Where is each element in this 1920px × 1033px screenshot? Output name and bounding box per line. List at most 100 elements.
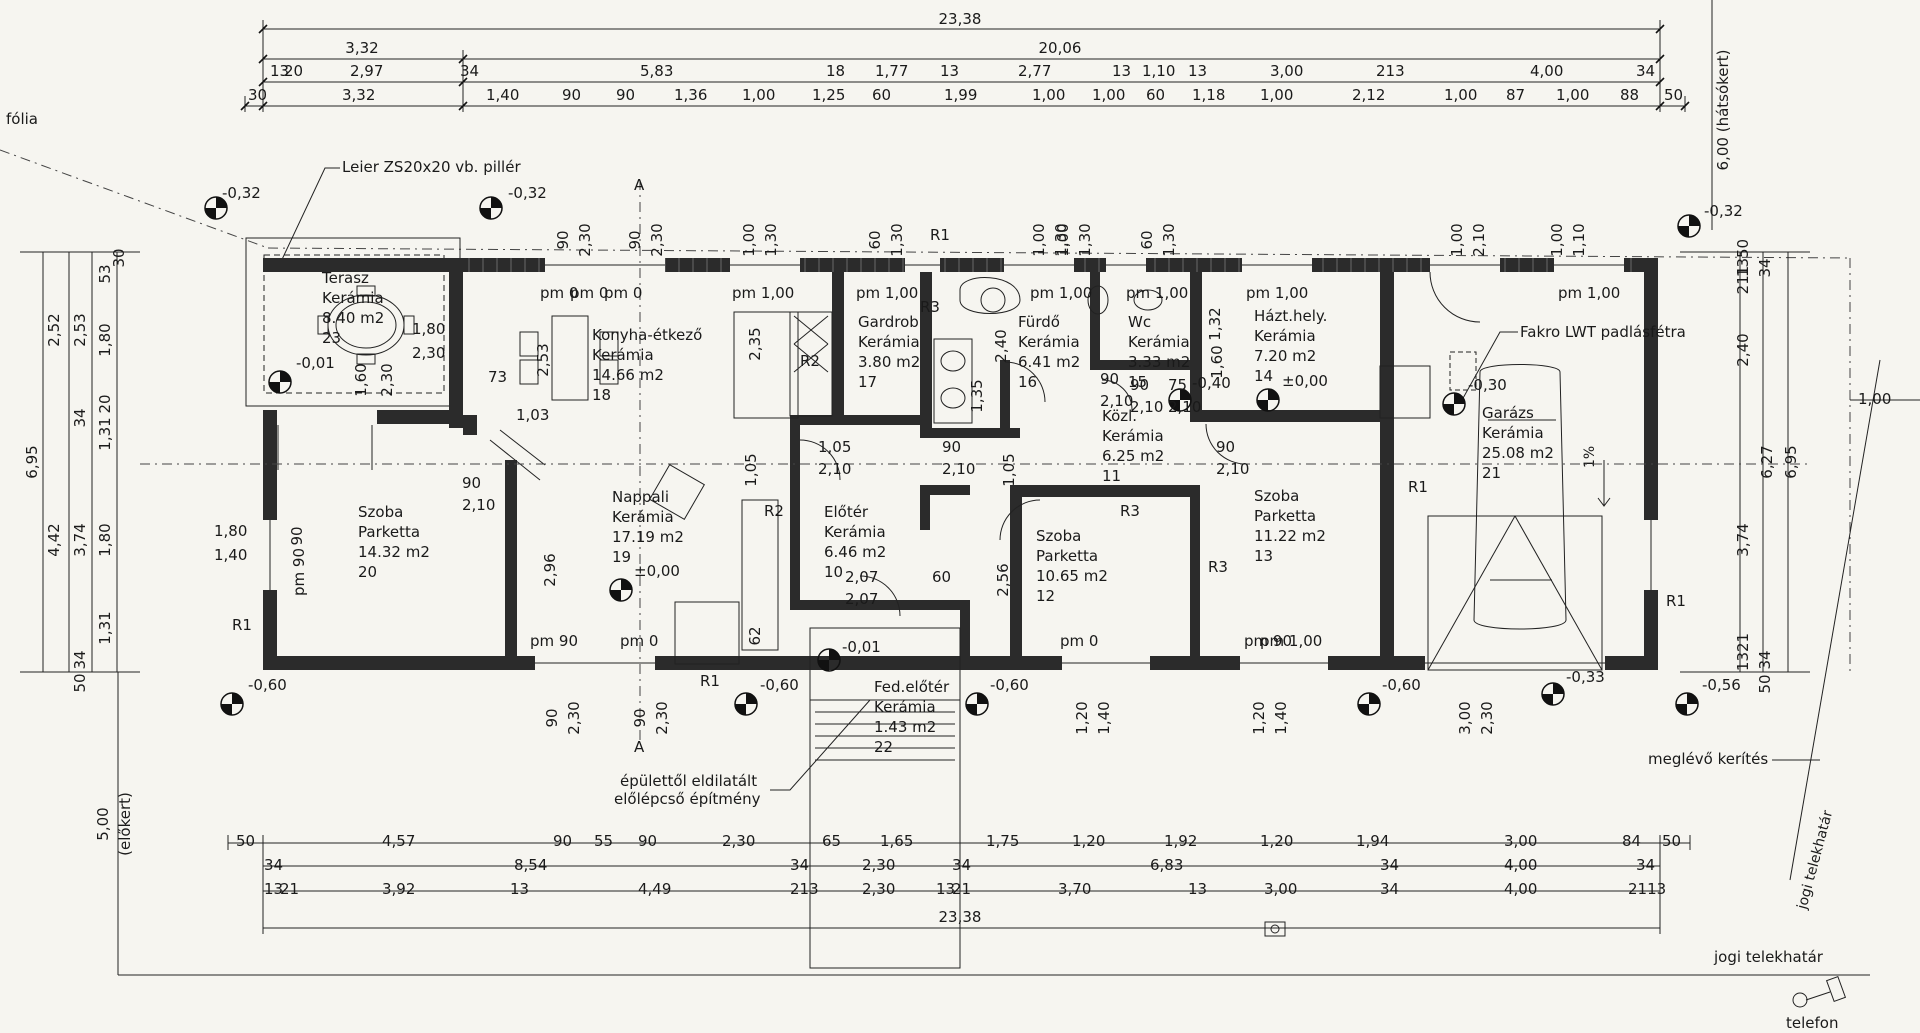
level-label: -0,01 — [296, 354, 335, 372]
misc-dimension: 2,35 — [746, 327, 764, 360]
pillar-label: Leier ZS20x20 vb. pillér — [342, 158, 521, 176]
dim-bottom-row1: 2,30 — [722, 832, 755, 850]
dim-left-c4: 1,31 — [96, 611, 114, 644]
dim-left-a1: 2,52 — [45, 313, 63, 346]
sill-label: pm 1,00 — [856, 284, 918, 302]
dim-bottom-row3: 21 — [952, 880, 971, 898]
dim-left-d4: 20 — [96, 394, 114, 413]
room-finish: Kerámia — [1254, 327, 1316, 345]
dim-top-row3: 1,36 — [674, 86, 707, 104]
front-entry — [809, 627, 1286, 969]
misc-dimension: 2,30 — [412, 344, 445, 362]
room-number: 16 — [1018, 373, 1037, 391]
folia-label: fólia — [6, 110, 38, 128]
room-finish: Parketta — [1254, 507, 1316, 525]
door-height: 2,10 — [818, 460, 851, 478]
room-finish: Kerámia — [322, 289, 384, 307]
window-width: 1,00 — [1448, 223, 1466, 256]
window-width: 1,20 — [1250, 701, 1268, 734]
room-name: Nappali — [612, 488, 669, 506]
dim-bottom-row3: 3,00 — [1264, 880, 1297, 898]
door-width: 90 — [1216, 438, 1235, 456]
dim-right-total: 6,95 — [1782, 445, 1800, 478]
door-width: 90 — [1100, 370, 1119, 388]
room-name: Gardrob — [858, 313, 919, 331]
level-marker — [1677, 214, 1701, 238]
window-height: 2,30 — [1478, 701, 1496, 734]
level-label: -0,32 — [222, 184, 261, 202]
window-height: 1,30 — [1052, 223, 1070, 256]
room-area: 17.19 m2 — [612, 528, 684, 546]
dim-bottom-row1: 1,20 — [1260, 832, 1293, 850]
stairs-note-1: épülettől eldilatált — [620, 772, 757, 790]
dim-bottom-row1: 50 — [236, 832, 255, 850]
misc-dimension: 1,35 — [968, 379, 986, 412]
sill-label: pm 1,00 — [1558, 284, 1620, 302]
dim-top-row2: 13 — [1188, 62, 1207, 80]
door-height: 2,10 — [1216, 460, 1249, 478]
window-width: 1,00 — [1548, 223, 1566, 256]
window-height: 1,40 — [1095, 701, 1113, 734]
room-area: 1.43 m2 — [874, 718, 936, 736]
dim-bottom-row3: 3,92 — [382, 880, 415, 898]
window-width: 90 — [626, 230, 644, 249]
dim-top-row3: 1,00 — [1260, 86, 1293, 104]
sill-label: pm 0 — [604, 284, 642, 302]
sill-label: pm 1,00 — [1030, 284, 1092, 302]
room-area: 14.66 m2 — [592, 366, 664, 384]
door-height: 2,10 — [1168, 398, 1201, 416]
room-finish: Kerámia — [1128, 333, 1190, 351]
dim-top-row2: 34 — [1636, 62, 1655, 80]
level-marker — [1256, 388, 1280, 412]
room-name: Szoba — [358, 503, 403, 521]
dim-top-row2: 5,83 — [640, 62, 673, 80]
dim-top-row3: 90 — [562, 86, 581, 104]
dim-bottom-row3: 34 — [1380, 880, 1399, 898]
misc-dimension: 2,53 — [534, 343, 552, 376]
sill-label: pm 0 — [540, 284, 578, 302]
room-name: Fürdő — [1018, 313, 1060, 331]
level-marker — [204, 196, 228, 220]
dim-bottom-row2: 4,00 — [1504, 856, 1537, 874]
dim-top-row3: 88 — [1620, 86, 1639, 104]
door-width: 90 — [1130, 376, 1149, 394]
level-marker — [1442, 392, 1466, 416]
wall-mark: R1 — [700, 672, 720, 690]
misc-dimension: 1,40 — [214, 546, 247, 564]
room-area: 6.46 m2 — [824, 543, 886, 561]
dim-bottom-row2: 34 — [1636, 856, 1655, 874]
dim-left-d1: 53 — [96, 264, 114, 283]
level-marker — [965, 692, 989, 716]
level-marker — [1357, 692, 1381, 716]
dim-left-c1: 1,80 — [96, 323, 114, 356]
window-height: 2,30 — [565, 701, 583, 734]
level-marker — [734, 692, 758, 716]
dim-top-row2: 20 — [284, 62, 303, 80]
window-height: 1,30 — [762, 223, 780, 256]
dim-bottom-row2: 34 — [264, 856, 283, 874]
window-height: 1,40 — [1272, 701, 1290, 734]
level-label: -0,60 — [248, 676, 287, 694]
misc-dimension: 2,30 — [378, 363, 396, 396]
room-finish: Kerámia — [874, 698, 936, 716]
room-area: 8.40 m2 — [322, 309, 384, 327]
slope-label: 1% — [1582, 446, 1598, 468]
dim-top-row2: 18 — [826, 62, 845, 80]
dim-bottom-row1: 1,75 — [986, 832, 1019, 850]
misc-dimension: 1,05 — [1000, 453, 1018, 486]
fixtures — [489, 277, 1163, 665]
dim-top-row3: 60 — [1146, 86, 1165, 104]
room-area: 6.41 m2 — [1018, 353, 1080, 371]
dim-top-row2: 4,00 — [1530, 62, 1563, 80]
bottom-dimension-chains — [118, 835, 1870, 976]
room-name: Közl. — [1102, 407, 1137, 425]
level-marker — [220, 692, 244, 716]
window-width: 1,00 — [740, 223, 758, 256]
level-label: ±0,00 — [1282, 372, 1328, 390]
dim-bottom-row1: 1,92 — [1164, 832, 1197, 850]
dim-bottom-row1: 1,20 — [1072, 832, 1105, 850]
dim-top-row2: 1,10 — [1142, 62, 1175, 80]
sill-label: pm 1,00 — [1246, 284, 1308, 302]
phone-label: telefon — [1786, 1014, 1838, 1032]
